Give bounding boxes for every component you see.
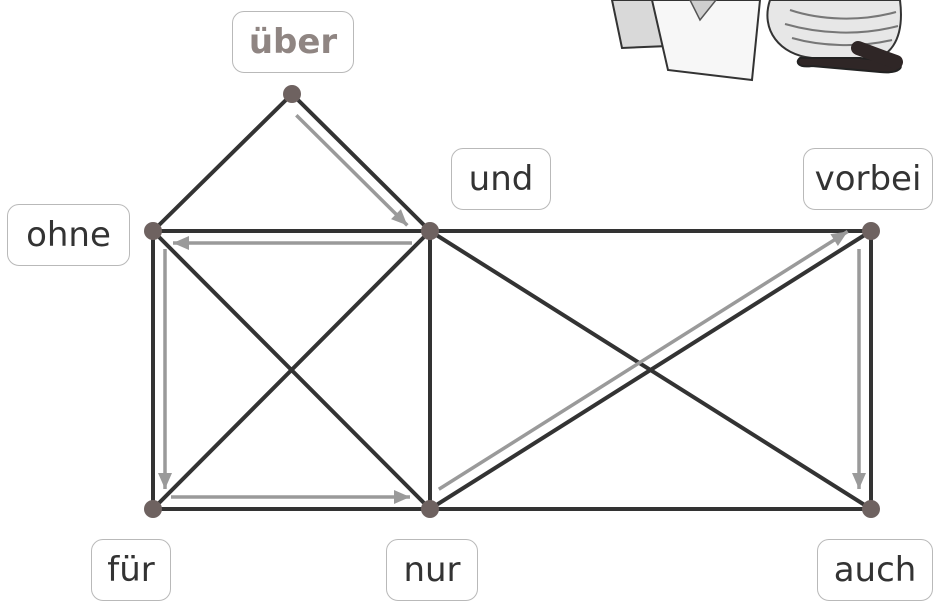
path-arrow-uber-und [295,113,409,227]
graph-edges [151,92,873,511]
label-ohne: ohne [7,204,130,266]
cartoon-illustration [610,0,903,82]
label-fur: für [91,539,171,601]
graph-nodes [144,85,880,518]
node-vorbei [862,222,880,240]
label-auch: auch [817,539,933,601]
node-und [421,222,439,240]
node-nur [421,500,439,518]
label-nur: nur [386,539,478,601]
edge-uber-und [290,92,432,233]
edge-uber-ohne [151,92,294,233]
arrow-head-nur-vorbei [830,231,848,246]
node-uber [283,85,301,103]
label-vorbei: vorbei [803,148,933,210]
drawing-path-arrows [158,113,866,504]
arrow-head-ohne-fur [158,473,172,489]
node-fur [144,500,162,518]
label-uber: über [232,11,354,73]
label-und: und [451,148,551,210]
node-ohne [144,222,162,240]
edge-und-fur [151,229,432,511]
edge-und-auch [428,229,873,511]
arrow-head-vorbei-auch [852,473,866,489]
arrow-head-uber-und [391,209,408,226]
arrow-head-fur-nur [394,490,410,504]
arrow-head-und-ohne [173,236,189,250]
path-arrow-nur-vorbei [437,230,849,491]
node-auch [862,500,880,518]
